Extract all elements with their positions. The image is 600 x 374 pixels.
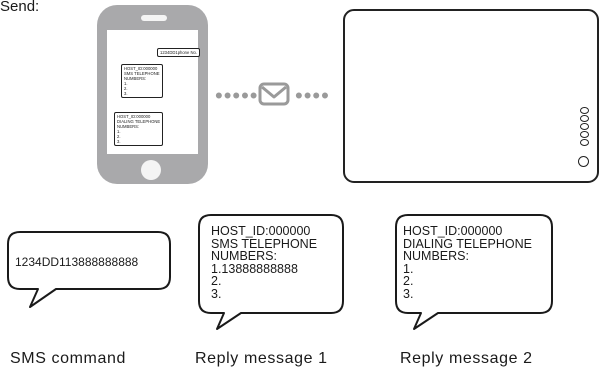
reply2-line: NUMBERS: (403, 249, 469, 263)
indicator-light (580, 123, 589, 130)
phone-sent-message: 1234DD1phone No. (157, 48, 201, 57)
indicator-light (580, 131, 589, 138)
reply1-line: HOST_ID:000000 (211, 224, 311, 238)
host-device (343, 9, 599, 183)
phone-reply2-line: 1. (117, 129, 121, 134)
reply1-line: 2. (211, 274, 222, 288)
phone-reply2-line: 3. (117, 139, 121, 144)
indicator-light (580, 139, 589, 146)
phone-reply1-line: 3. (124, 91, 128, 96)
phone-speaker (141, 15, 167, 21)
caption-reply-message-2: Reply message 2 (400, 350, 533, 367)
envelope-icon (258, 82, 290, 106)
phone-reply2-line: HOST_ID:000000 (117, 114, 151, 119)
reply2-line: 3. (403, 286, 414, 301)
phone-reply2-line: 2. (117, 134, 121, 139)
indicator-light (580, 115, 589, 122)
phone-reply-message-1: HOST_ID:000000 SMS TELEPHONE NUMBERS: 1.… (121, 64, 163, 98)
caption-sms-command: SMS command (10, 350, 126, 367)
caption-reply-message-1: Reply message 1 (195, 350, 328, 367)
page-title: Send: (0, 0, 40, 15)
transfer-dots-right: •••• (295, 83, 330, 108)
phone-device: 1234DD1phone No. HOST_ID:000000 SMS TELE… (97, 5, 208, 184)
reply-message-2-bubble: HOST_ID:000000 DIALING TELEPHONE NUMBERS… (394, 214, 556, 330)
transfer-dots-left: ••••• (215, 83, 259, 108)
phone-reply1-line: 1. (124, 81, 128, 86)
reply2-line: DIALING TELEPHONE (403, 236, 532, 251)
power-button (578, 156, 589, 167)
phone-reply1-line: NUMBERS: (124, 76, 147, 81)
reply-message-2-text: HOST_ID:000000 DIALING TELEPHONE NUMBERS… (403, 225, 532, 300)
reply1-line: SMS TELEPHONE (211, 236, 318, 251)
phone-reply-message-2: HOST_ID:000000 DIALING TELEPHONE NUMBERS… (114, 112, 164, 146)
indicator-light (580, 107, 589, 114)
phone-screen: 1234DD1phone No. HOST_ID:000000 SMS TELE… (107, 30, 201, 154)
reply1-line: NUMBERS: (211, 249, 277, 263)
reply-message-1-bubble: HOST_ID:000000 SMS TELEPHONE NUMBERS: 1.… (197, 214, 347, 330)
reply1-line: 3. (211, 286, 222, 301)
phone-reply1-line: 2. (124, 86, 128, 91)
reply1-line: 1.13888888888 (211, 261, 298, 276)
reply2-line: 1. (403, 261, 414, 276)
phone-reply1-line: SMS TELEPHONE (124, 71, 160, 76)
phone-reply2-line: NUMBERS: (117, 124, 140, 129)
bubble-outline (395, 214, 553, 330)
reply2-line: 2. (403, 274, 414, 288)
reply2-line: HOST_ID:000000 (403, 224, 503, 238)
bubble-outline (198, 214, 344, 330)
sms-command-text: 1234DD113888888888 (15, 255, 139, 269)
phone-reply2-line: DIALING TELEPHONE (117, 119, 161, 124)
bubble-outline (7, 231, 171, 308)
reply-message-1-text: HOST_ID:000000 SMS TELEPHONE NUMBERS: 1.… (211, 225, 317, 300)
phone-reply1-line: HOST_ID:000000 (124, 66, 158, 71)
sms-command-bubble: 1234DD113888888888 (6, 231, 172, 308)
phone-home-button (141, 160, 161, 180)
